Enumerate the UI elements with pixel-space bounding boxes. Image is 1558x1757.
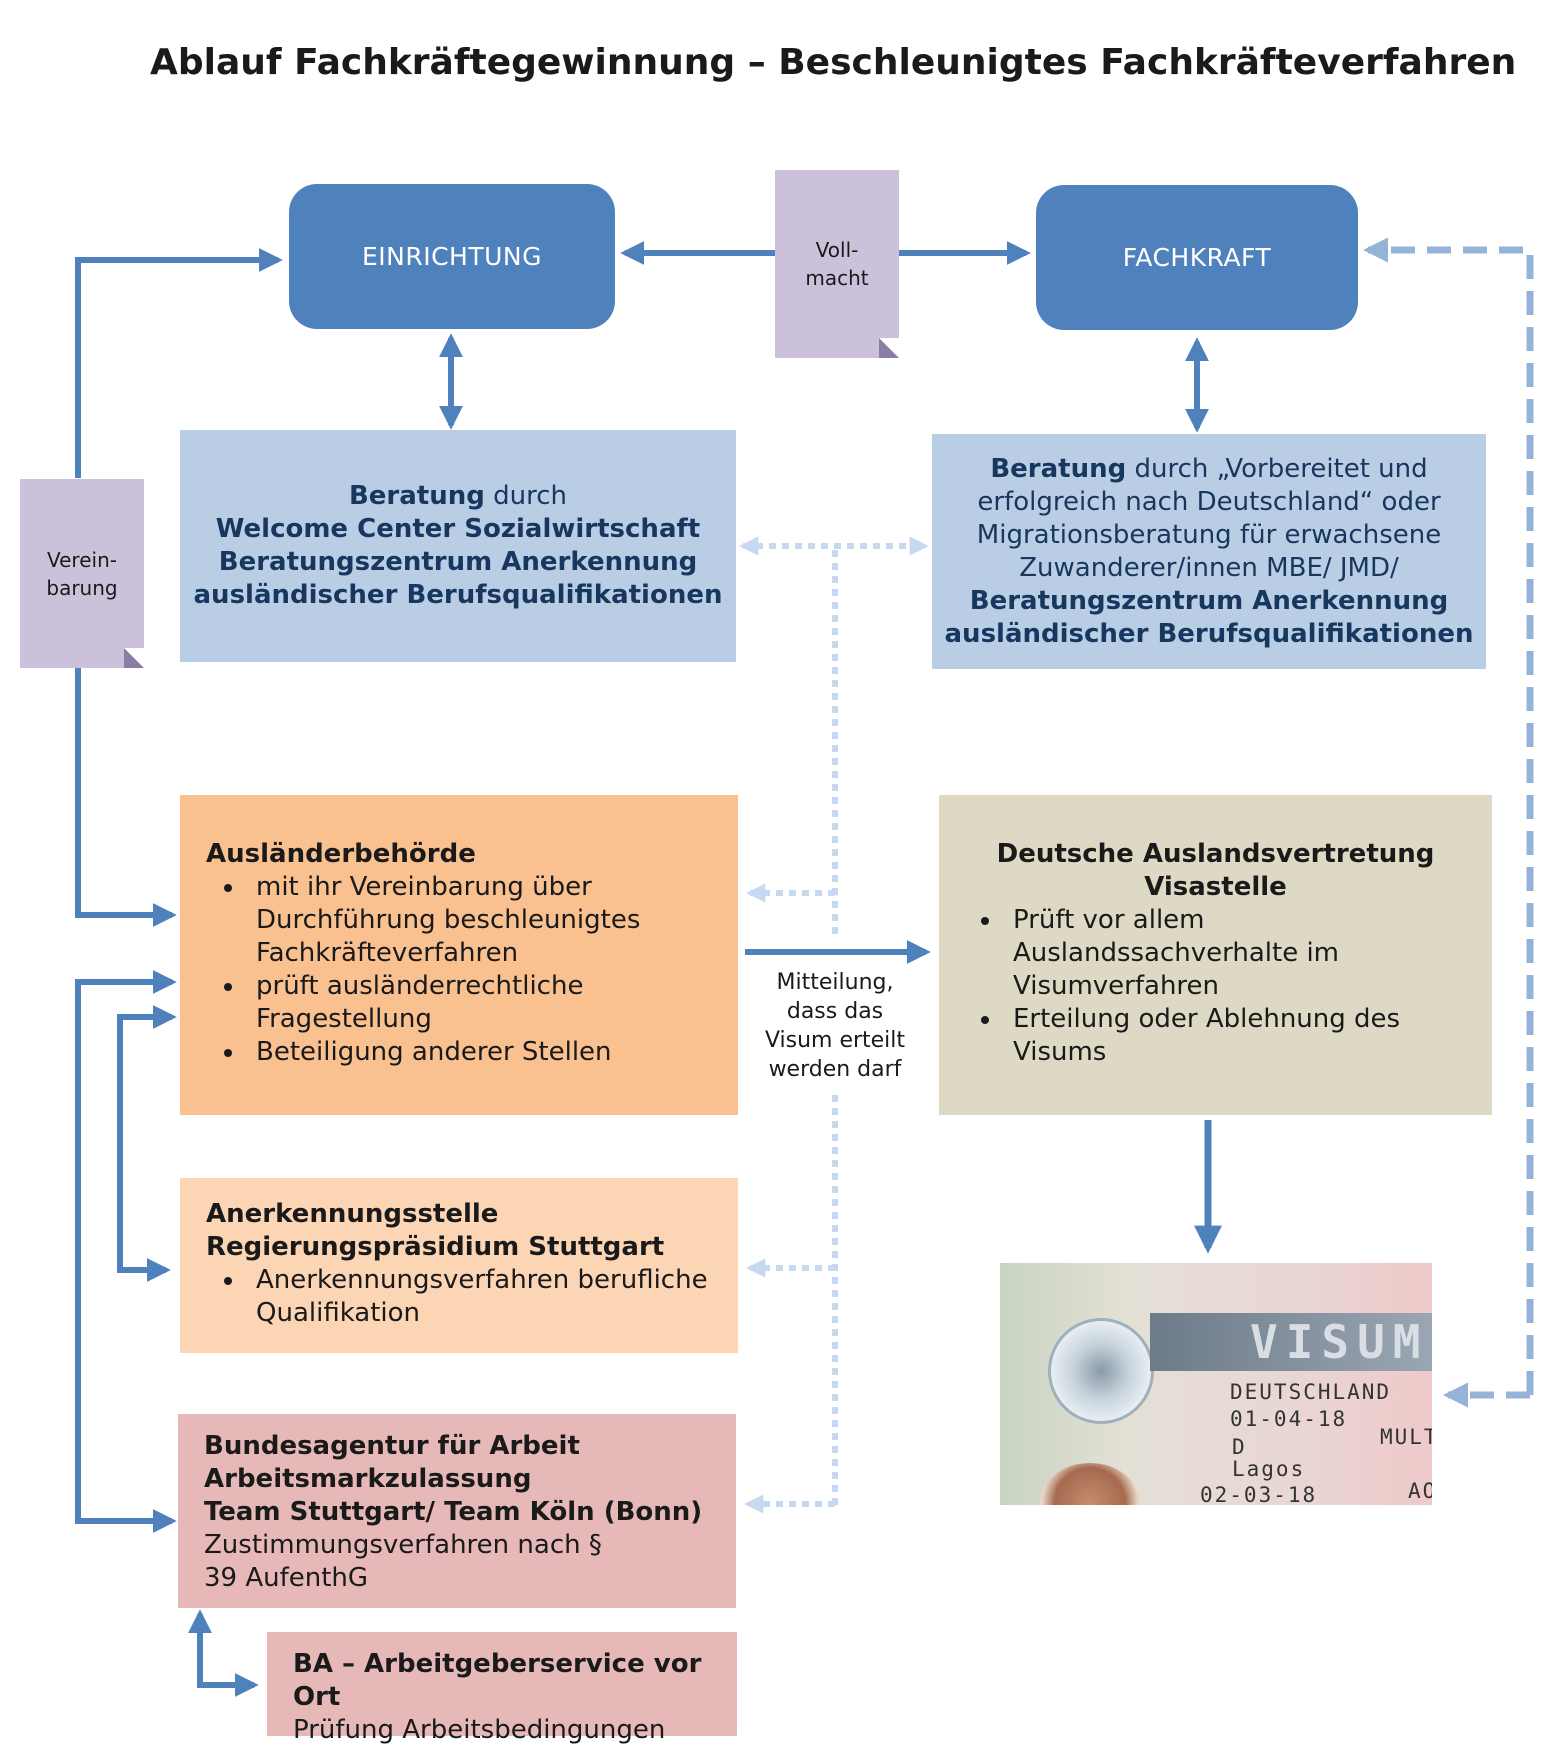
beratung-left-line2: Welcome Center Sozialwirtschaft: [215, 514, 701, 544]
visa-place: Lagos: [1232, 1457, 1306, 1481]
anerkennung-bullet: Anerkennungsverfahren berufliche Qualifi…: [246, 1264, 714, 1330]
node-fachkraft: FACHKRAFT: [1036, 185, 1358, 330]
visastelle-list: Prüft vor allem Auslandssachverhalte im …: [963, 904, 1468, 1069]
label-mitteilung: Mitteilung, dass das Visum erteilt werde…: [755, 968, 915, 1084]
arrow-vereinbarung: [75, 248, 283, 478]
visastelle-bullet: Prüft vor allem Auslandssachverhalte im …: [1003, 904, 1468, 1003]
page-title: Ablauf Fachkräftegewinnung – Beschleunig…: [150, 42, 1517, 83]
beratung-right-line3: Migrationsberatung für erwachsene: [976, 519, 1442, 550]
note-vollmacht: Voll- macht: [775, 170, 899, 358]
anerkennung-subheading: Regierungspräsidium Stuttgart: [206, 1232, 665, 1262]
visa-code: AO: [1408, 1479, 1432, 1503]
note-vollmacht-line2: macht: [805, 266, 869, 290]
visastelle-bullet: Erteilung oder Ablehnung des Visums: [1003, 1003, 1468, 1069]
box-ba-vor-ort: BA – Arbeitgeberservice vor Ort Prüfung …: [267, 1632, 737, 1745]
visa-date2: 02-03-18: [1200, 1483, 1318, 1505]
beratung-right-line6: ausländischer Berufsqualifikationen: [944, 618, 1474, 649]
visa-band: [1150, 1313, 1432, 1371]
auslaenderbehoerde-list: mit ihr Vereinbarung über Durchführung b…: [206, 871, 714, 1069]
arrow-bundesagentur-auslaenderbehoerde: [75, 970, 177, 1533]
note-vereinbarung-line1: Verein-: [47, 547, 117, 572]
arrow-vereinbarung-lower: [75, 668, 177, 927]
bundesagentur-heading: Bundesagentur für Arbeit: [204, 1431, 580, 1461]
anerkennung-heading: Anerkennungsstelle: [206, 1199, 499, 1229]
beratung-left-line4: ausländischer Berufsqualifikationen: [193, 580, 723, 610]
mitteilung-line: Visum erteilt: [764, 1028, 906, 1053]
visastelle-subheading: Visastelle: [1144, 872, 1287, 902]
visa-date1: 01-04-18: [1230, 1407, 1348, 1431]
node-einrichtung: EINRICHTUNG: [289, 184, 615, 329]
visa-type: D: [1232, 1435, 1247, 1459]
auslaenderbehoerde-bullet: mit ihr Vereinbarung über Durchführung b…: [246, 871, 714, 970]
bundesagentur-text: Zustimmungsverfahren nach § 39 AufenthG: [204, 1530, 602, 1593]
beratung-right-line4: Zuwanderer/innen MBE/ JMD/: [1019, 552, 1399, 583]
arrow-ba-vor-ort: [188, 1609, 259, 1697]
beratung-left-rest: durch: [484, 481, 568, 511]
bundesagentur-subheading: Arbeitsmarkzulassung: [204, 1464, 532, 1494]
ba-vor-ort-text: Prüfung Arbeitsbedingungen: [293, 1715, 666, 1745]
box-visastelle: Deutsche Auslandsvertretung Visastelle P…: [939, 795, 1492, 1115]
beratung-left-bold: Beratung: [348, 481, 485, 511]
ba-vor-ort-heading: BA – Arbeitgeberservice vor Ort: [293, 1649, 702, 1712]
note-fold: [124, 648, 144, 668]
box-auslaenderbehoerde: Ausländerbehörde mit ihr Vereinbarung üb…: [180, 795, 738, 1115]
note-vollmacht-line1: Voll-: [815, 238, 859, 262]
anerkennung-list: Anerkennungsverfahren berufliche Qualifi…: [206, 1264, 714, 1330]
beratung-right-bold: Beratung: [990, 453, 1127, 484]
mitteilung-line: werden darf: [768, 1057, 902, 1082]
box-beratung-right: Beratung durch „Vorbereitet und erfolgre…: [932, 434, 1486, 669]
arrow-anerkennung-auslaenderbehoerde: [117, 1005, 177, 1282]
visa-photo: [1040, 1463, 1140, 1505]
visa-word: VISUM: [1250, 1315, 1429, 1369]
visa-entries: MULT: [1380, 1425, 1432, 1449]
visa-country: DEUTSCHLAND: [1230, 1380, 1392, 1404]
beratung-right-line2: erfolgreich nach Deutschland“ oder: [977, 486, 1441, 517]
box-bundesagentur: Bundesagentur für Arbeit Arbeitsmarkzula…: [178, 1414, 736, 1608]
note-vereinbarung: Verein- barung: [20, 479, 144, 668]
auslaenderbehoerde-bullet: prüft ausländerrechtliche Fragestellung: [246, 970, 714, 1036]
box-anerkennungsstelle: Anerkennungsstelle Regierungspräsidium S…: [180, 1178, 738, 1353]
beratung-left-line3: Beratungszentrum Anerkennung: [218, 547, 698, 577]
note-fold: [879, 338, 899, 358]
beratung-right-rest: durch „Vorbereitet und: [1126, 453, 1428, 484]
visa-seal-icon: [1048, 1318, 1154, 1424]
bundesagentur-team: Team Stuttgart/ Team Köln (Bonn): [204, 1497, 703, 1527]
note-vereinbarung-line2: barung: [46, 575, 118, 600]
mitteilung-line: Mitteilung,: [776, 970, 894, 995]
auslaenderbehoerde-heading: Ausländerbehörde: [206, 839, 476, 869]
visa-image: VISUM DEUTSCHLAND 01-04-18 D MULT Lagos …: [1000, 1263, 1432, 1505]
dashed-visum-fachkraft: [1362, 237, 1534, 1395]
visastelle-heading: Deutsche Auslandsvertretung: [996, 839, 1435, 869]
mitteilung-line: dass das: [786, 999, 884, 1024]
box-beratung-left: Beratung durch Welcome Center Sozialwirt…: [180, 430, 736, 662]
auslaenderbehoerde-bullet: Beteiligung anderer Stellen: [246, 1036, 714, 1069]
beratung-right-line5: Beratungszentrum Anerkennung: [969, 585, 1449, 616]
